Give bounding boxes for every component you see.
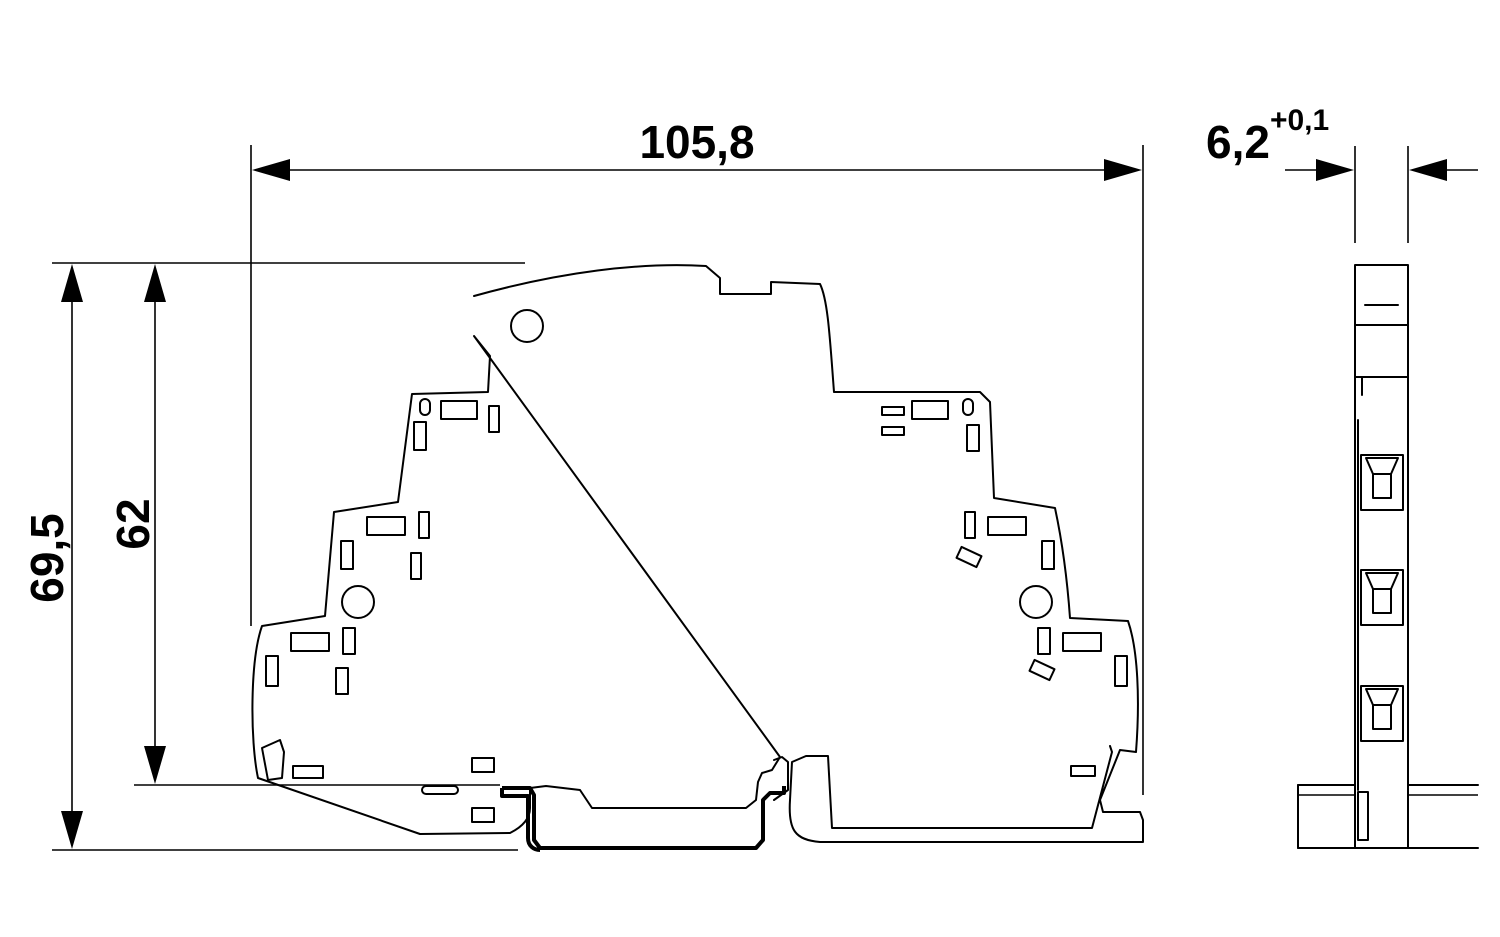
arrowhead-bottom	[61, 811, 83, 849]
dimension-label-profile: 6,2+0,1	[1206, 104, 1329, 168]
latch-left	[261, 739, 285, 781]
din-rail-profile	[500, 786, 786, 852]
housing-outline	[251, 264, 1144, 843]
slot-rect	[911, 400, 949, 420]
window-inner	[1365, 457, 1399, 499]
slot-small	[964, 511, 976, 539]
hole-right	[1019, 585, 1053, 619]
end-view-window	[1360, 685, 1404, 742]
slot-foot	[471, 757, 495, 773]
slot-foot	[471, 807, 495, 823]
arrowhead-right	[1104, 159, 1142, 181]
slot-small	[1037, 627, 1051, 655]
slot-small	[335, 667, 349, 695]
end-view-window	[1360, 454, 1404, 511]
slot-small	[413, 421, 427, 451]
rail-clip	[1357, 791, 1369, 841]
slot-rect	[290, 632, 330, 652]
slot-oval	[962, 398, 974, 416]
end-view-window	[1360, 569, 1404, 626]
slot-small	[881, 426, 905, 436]
slot-angled	[1028, 658, 1056, 682]
terminal-cutouts	[261, 398, 1128, 823]
dimension-body-height: 62	[107, 264, 500, 786]
slot-rect	[987, 516, 1027, 536]
end-view-outline	[1354, 264, 1409, 849]
side-view-housing	[251, 264, 1144, 843]
slot-small	[488, 405, 500, 433]
arrowhead-bottom	[144, 746, 166, 784]
slot-small	[265, 655, 279, 687]
arrowhead-top	[144, 264, 166, 302]
slot-rect	[440, 400, 478, 420]
arrowhead-left	[1316, 159, 1354, 181]
window-outer	[1360, 685, 1404, 742]
slot-small	[1041, 540, 1055, 570]
dimension-label-overall-height: 69,5	[21, 513, 73, 603]
slot-small	[342, 627, 356, 655]
slot-foot	[421, 785, 459, 795]
mounting-holes	[341, 309, 1053, 619]
slot-small	[410, 552, 422, 580]
window-inner	[1365, 688, 1399, 730]
window-inner	[1365, 572, 1399, 614]
arrowhead-left	[252, 159, 290, 181]
slot-rect	[366, 516, 406, 536]
slot-small	[1114, 655, 1128, 687]
window-outer	[1360, 454, 1404, 511]
slot-small	[966, 424, 980, 452]
dimension-label-body-height: 62	[107, 498, 159, 549]
slot-foot	[292, 765, 324, 779]
dimension-profile-width: 6,2+0,1	[1206, 104, 1478, 243]
end-view	[1297, 264, 1479, 849]
slot-small	[881, 406, 905, 416]
slot-foot	[1070, 765, 1096, 777]
arrowhead-top	[61, 264, 83, 302]
end-view-rail	[1297, 784, 1479, 849]
profile-tolerance: +0,1	[1270, 104, 1329, 137]
slot-oval	[419, 398, 431, 416]
hole-top	[510, 309, 544, 343]
arrowhead-right	[1409, 159, 1447, 181]
dimension-overall-height: 69,5	[21, 262, 525, 851]
slot-angled	[955, 545, 983, 569]
hole-left	[341, 585, 375, 619]
dimension-overall-width: 105,8	[250, 116, 1144, 795]
dimension-label-width: 105,8	[639, 116, 754, 168]
profile-value: 6,2	[1206, 116, 1270, 168]
slot-small	[340, 540, 354, 570]
window-outer	[1360, 569, 1404, 626]
slot-small	[418, 511, 430, 539]
slot-rect	[1062, 632, 1102, 652]
